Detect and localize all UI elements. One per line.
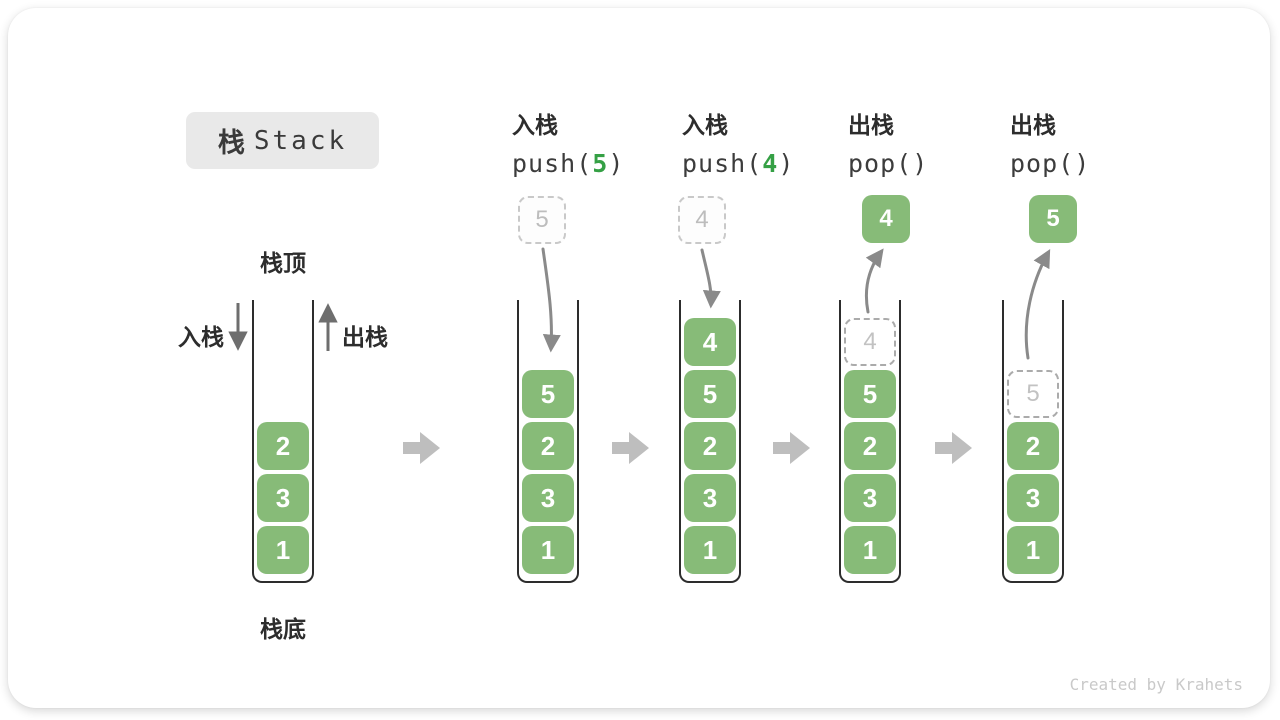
code-num: 5 [592,149,609,178]
stack-cell: 5 [844,370,896,418]
stack-cell: 3 [257,474,309,522]
stack-cell: 4 [684,318,736,366]
stack-cell: 1 [522,526,574,574]
stack-container-after-pop5: 5 2 3 1 [1002,300,1064,583]
stack-cell: 5 [684,370,736,418]
stack-cell-ghost: 5 [1007,370,1059,418]
stack-cell: 2 [257,422,309,470]
incoming-element-box: 4 [678,196,726,244]
code-pre: pop() [1010,149,1091,178]
stack-cell: 3 [684,474,736,522]
popped-element-box: 5 [1029,195,1077,243]
stack-cell: 2 [844,422,896,470]
push-side-label: 入栈 [178,324,224,350]
stack-container-initial: 2 3 1 [252,300,314,583]
stack-bottom-label: 栈底 [260,616,306,642]
code-pre: push( [682,149,763,178]
stack-cell: 1 [1007,526,1059,574]
stack-cell: 2 [1007,422,1059,470]
operation-label-push4: 入栈 push(4) [682,106,842,178]
stack-cell: 3 [844,474,896,522]
operation-code: pop() [848,149,1008,178]
operation-zh: 出栈 [848,112,894,138]
stack-cell: 1 [844,526,896,574]
title-zh: 栈 [217,128,245,158]
watermark-credit: Created by Krahets [1069,675,1243,694]
pop-side-label: 出栈 [342,324,388,350]
code-pre: pop() [848,149,929,178]
stack-cell: 1 [684,526,736,574]
incoming-element-box: 5 [518,196,566,244]
stack-cell: 1 [257,526,309,574]
code-num: 4 [762,149,779,178]
popped-element-box: 4 [862,195,910,243]
stack-cell: 2 [522,422,574,470]
operation-code: push(4) [682,149,842,178]
stack-container-after-push5: 5 2 3 1 [517,300,579,583]
operation-zh: 入栈 [512,112,558,138]
diagram-title-box: 栈 Stack [186,112,379,169]
operation-zh: 出栈 [1010,112,1056,138]
title-en: Stack [253,125,348,156]
code-suf: ) [608,149,625,178]
operation-code: push(5) [512,149,672,178]
stack-cell: 2 [684,422,736,470]
operation-zh: 入栈 [682,112,728,138]
operation-label-pop1: 出栈 pop() [848,106,1008,178]
operation-code: pop() [1010,149,1170,178]
operation-label-pop2: 出栈 pop() [1010,106,1170,178]
stack-top-label: 栈顶 [260,250,306,276]
code-suf: ) [778,149,795,178]
operation-label-push5: 入栈 push(5) [512,106,672,178]
stack-cell: 5 [522,370,574,418]
stack-cell: 3 [1007,474,1059,522]
stack-container-after-pop4: 4 5 2 3 1 [839,300,901,583]
stack-container-after-push4: 4 5 2 3 1 [679,300,741,583]
stack-cell: 3 [522,474,574,522]
stack-cell-ghost: 4 [844,318,896,366]
code-pre: push( [512,149,593,178]
